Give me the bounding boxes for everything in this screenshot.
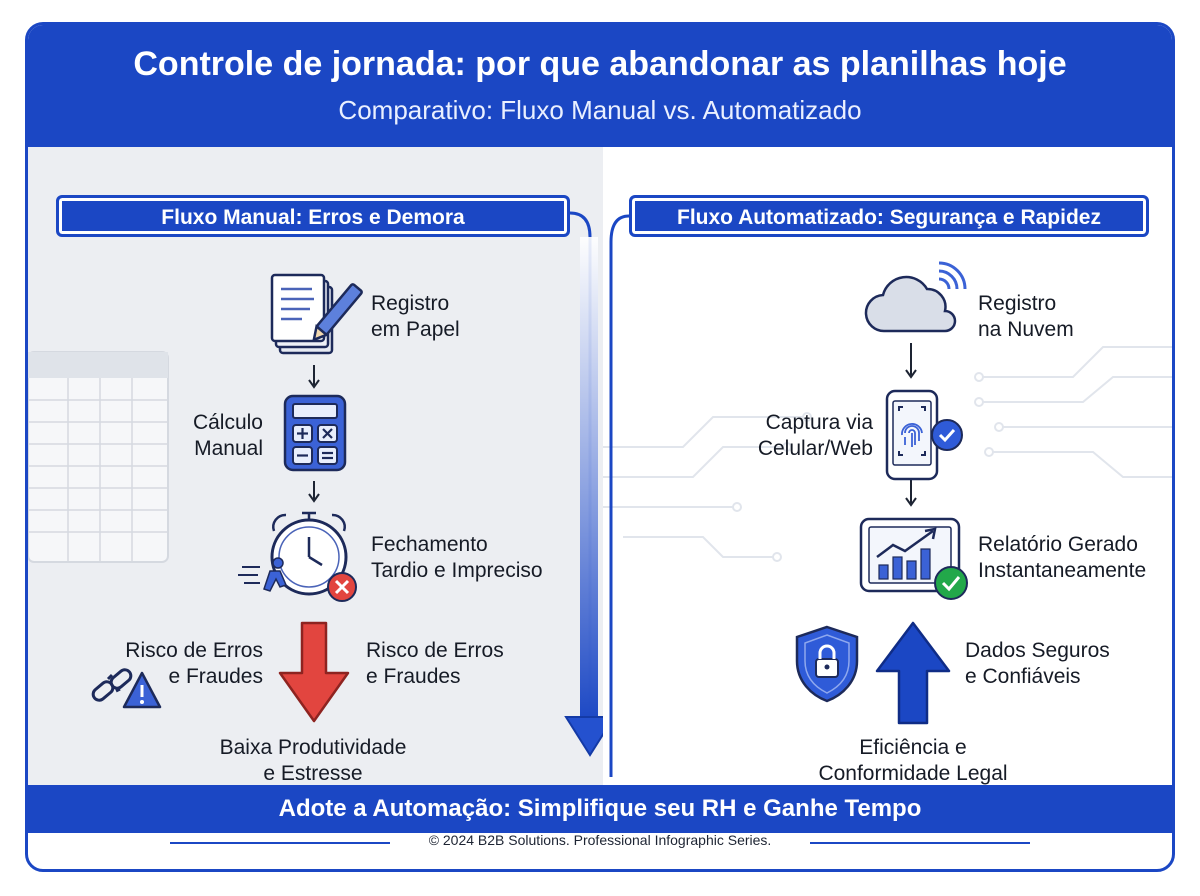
manual-step-3-label: Fechamento Tardio e Impreciso <box>371 533 543 582</box>
circuit-lines-decoration <box>603 343 1172 562</box>
security-label: Dados Seguros e Confiáveis <box>965 639 1110 688</box>
broken-chain-warning-icon <box>91 668 162 709</box>
risk-left-label: Risco de Erros e Fraudes <box>125 639 263 688</box>
automated-flow-heading: Fluxo Automatizado: Segurança e Rapidez <box>629 195 1149 237</box>
paper-document-pencil-icon <box>270 273 363 355</box>
smartphone-fingerprint-icon <box>885 389 963 481</box>
call-to-action-bar: Adote a Automação: Simplifique seu RH e … <box>28 785 1172 833</box>
red-down-arrow-icon <box>278 621 350 723</box>
copyright-text: © 2024 B2B Solutions. Professional Infog… <box>428 832 772 848</box>
shield-lock-icon <box>795 625 859 703</box>
manual-step-1-label: Registro em Papel <box>371 292 460 341</box>
manual-panel: Fluxo Manual: Erros e Demora <box>28 147 616 785</box>
manual-step-2-label: Cálculo Manual <box>192 411 263 460</box>
tablet-chart-check-icon <box>859 517 968 600</box>
blue-up-arrow-icon <box>875 621 951 725</box>
copyright-rule-right <box>810 842 1030 844</box>
calculator-icon <box>283 394 347 472</box>
automated-step-2-label: Captura via Celular/Web <box>757 411 873 460</box>
automated-step-3-label: Relatório Gerado Instantaneamente <box>978 533 1147 582</box>
page-subtitle: Comparativo: Fluxo Manual vs. Automatiza… <box>338 95 862 125</box>
alarm-clock-running-person-icon <box>238 511 357 602</box>
copyright-rule-left <box>170 842 390 844</box>
infographic-frame: Controle de jornada: por que abandonar a… <box>25 22 1175 872</box>
automated-heading-connector <box>609 214 630 777</box>
automated-outcome-label: Eficiência e Conformidade Legal <box>818 736 1008 785</box>
automated-step-1-label: Registro na Nuvem <box>978 292 1074 341</box>
manual-long-arrow <box>308 211 616 757</box>
header: Controle de jornada: por que abandonar a… <box>28 25 1172 147</box>
risk-right-label: Risco de Erros e Fraudes <box>366 639 504 688</box>
page-title: Controle de jornada: por que abandonar a… <box>133 45 1067 83</box>
cloud-wireless-icon <box>864 261 967 333</box>
manual-flow-heading: Fluxo Manual: Erros e Demora <box>56 195 570 237</box>
manual-outcome-label: Baixa Produtividade e Estresse <box>219 736 407 785</box>
spreadsheet-background-icon <box>28 351 169 563</box>
automated-panel: Fluxo Automatizado: Segurança e Rapidez … <box>603 147 1172 785</box>
copyright-footer: © 2024 B2B Solutions. Professional Infog… <box>0 832 1200 852</box>
